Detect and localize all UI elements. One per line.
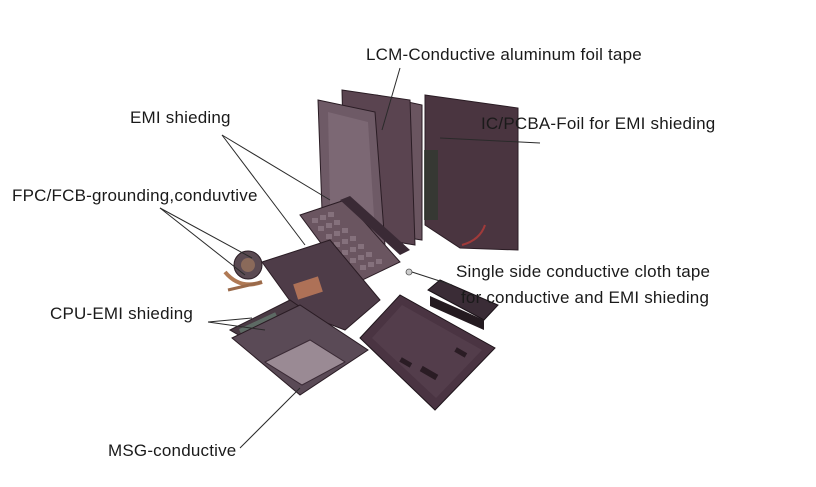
hinge-bar <box>340 196 410 255</box>
keyboard-keys <box>312 212 382 270</box>
leader-fpc-b <box>159 207 246 276</box>
leader-lcm <box>381 67 401 131</box>
leader-cpu-a <box>207 317 253 323</box>
label-lcm: LCM-Conductive aluminum foil tape <box>366 45 642 64</box>
label-cloth-line2: for conductive and EMI shieding <box>461 288 710 307</box>
label-cpu: CPU-EMI shieding <box>50 304 194 323</box>
heatsink-block <box>293 276 323 300</box>
leader-cloth <box>411 271 453 286</box>
leader-cpu-b <box>207 321 266 331</box>
battery <box>427 279 499 321</box>
label-cloth-line1: Single side conductive cloth tape <box>456 262 711 281</box>
red-cable <box>461 224 486 246</box>
leader-emi-a <box>221 134 331 201</box>
leader-fpc-a <box>159 207 253 259</box>
leader-lines <box>159 67 541 449</box>
msg-plate <box>263 339 346 386</box>
label-fpc: FPC/FCB-grounding,conduvtive <box>12 186 258 205</box>
label-msg: MSG-conductive <box>108 441 237 460</box>
leader-emi-b <box>221 134 306 246</box>
label-ic-pcba: IC/PCBA-Foil for EMI shieding <box>481 114 716 133</box>
label-emi: EMI shieding <box>130 108 231 127</box>
leader-ic-pcba <box>439 137 541 144</box>
foil-board-strip <box>424 150 438 220</box>
leader-msg <box>239 387 301 449</box>
screw <box>405 268 413 276</box>
